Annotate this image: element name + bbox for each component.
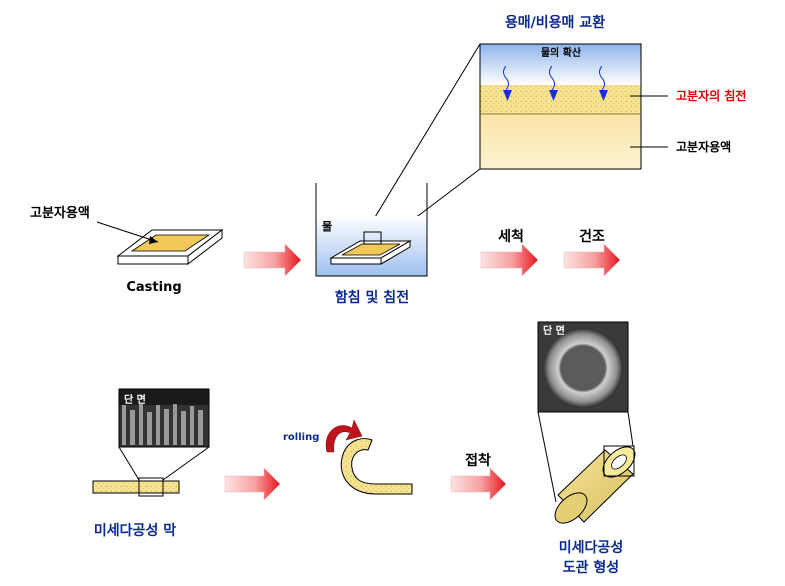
tube-caption-line1: 미세다공성 [559,540,623,556]
polymer-solution-label: 고분자용액 [676,139,731,154]
diffusion-arrowhead-3 [599,90,608,101]
membrane-sem-image [118,388,210,448]
zoom-box-border [479,43,642,170]
drying-caption: 건조 [579,228,605,245]
process-arrow-5 [450,467,507,501]
process-arrow-1 [243,243,302,277]
process-arrow-4 [224,467,281,501]
zoom-source-box [363,231,382,245]
precipitation-label: 고분자의 침전 [676,88,746,103]
flat-membrane [92,480,180,494]
diffusion-arrows [503,65,605,91]
exchange-title: 용매/비용매 교환 [505,14,605,31]
bonding-caption: 접착 [465,452,491,469]
diffusion-arrow-1 [503,65,509,91]
rolled-membrane [340,438,413,495]
membrane-caption: 미세다공성 막 [94,522,176,539]
casting-solution-tag: 고분자용액 [30,205,90,221]
zoom-guide-line-top [365,43,481,233]
water-diffusion-label: 물의 확산 [541,46,582,59]
tube-caption-line2: 도관 형성 [563,559,619,576]
tag-leader-line [96,221,159,243]
diffusion-arrowhead-2 [549,90,558,101]
membrane-zoom-box [138,477,164,497]
precipitated-layer [480,85,641,114]
bath-container [315,183,428,277]
rolling-arrow-icon [325,419,363,453]
washing-caption: 세척 [498,229,524,245]
casting-plate [116,228,224,266]
tube-sem-image [537,321,629,413]
porous-tube [554,445,636,524]
casting-caption: Casting [126,280,181,295]
zoom-detail-box: 물의 확산 [479,43,668,170]
diffusion-arrowhead-1 [503,90,512,101]
immersion-bath [315,183,428,277]
membrane-cross-section-label: 단 면 [124,393,146,406]
immersion-caption: 함침 및 침전 [335,289,409,306]
tube-cross-section-label: 단 면 [543,324,565,337]
process-arrow-3 [563,243,621,277]
water-label: 물 [322,220,332,233]
process-arrow-2 [480,243,539,277]
polymer-solution-layer [480,114,641,169]
diffusion-arrow-2 [549,65,555,91]
water-layer [480,44,641,85]
tube-zoom-box [603,445,635,477]
diffusion-arrow-3 [599,65,605,91]
rolling-label: rolling [283,432,319,443]
